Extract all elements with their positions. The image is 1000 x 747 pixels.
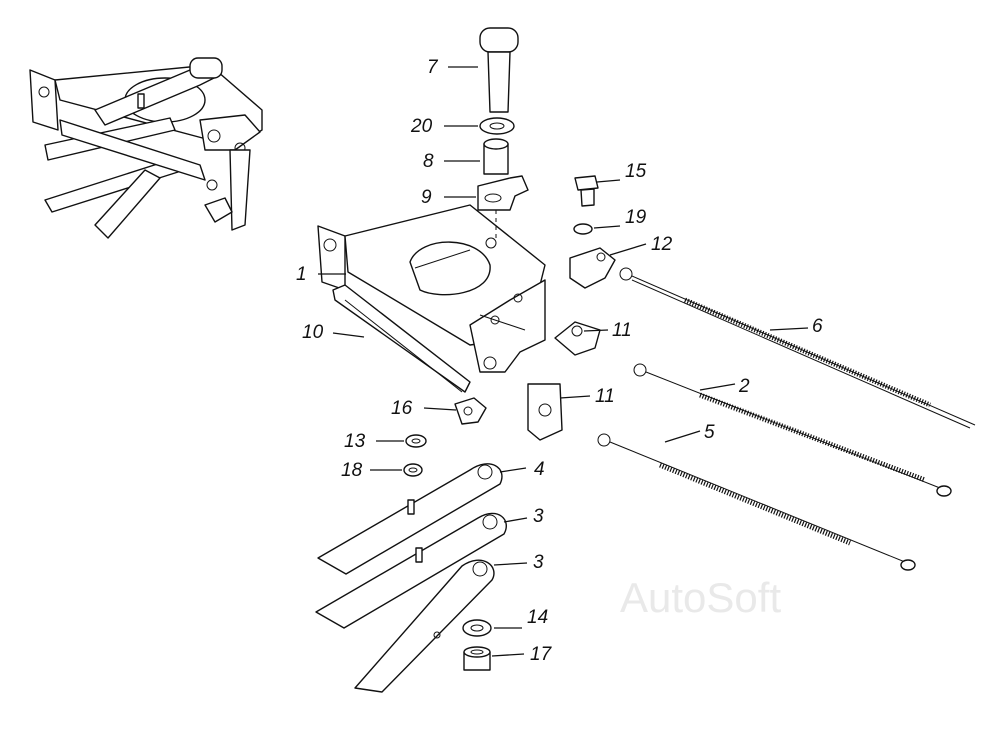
- part-5-cable: [597, 433, 916, 571]
- callout-3-a: 3: [533, 506, 544, 527]
- callout-10: 10: [302, 322, 324, 343]
- part-4-lever: [317, 463, 503, 575]
- part-19-washer: [573, 223, 593, 235]
- callout-11-b: 11: [595, 386, 615, 407]
- part-6-cable: [619, 267, 976, 429]
- callout-18: 18: [341, 460, 363, 481]
- leader-lines: [318, 66, 809, 657]
- part-14-washer: [462, 619, 492, 637]
- watermark: AutoSoft: [620, 574, 781, 621]
- callout-1: 1: [296, 264, 307, 285]
- callout-7: 7: [427, 57, 439, 78]
- callout-2: 2: [738, 376, 750, 397]
- part-18-washer: [403, 463, 423, 477]
- part-15-bolt: [574, 175, 599, 207]
- callout-20: 20: [410, 116, 433, 137]
- part-11-clip-b: [527, 383, 563, 441]
- part-1-bracket: [317, 204, 546, 373]
- part-16-nut: [454, 397, 487, 425]
- callout-17: 17: [530, 644, 553, 665]
- callout-19: 19: [625, 207, 647, 228]
- callout-16: 16: [391, 398, 413, 419]
- callout-15: 15: [625, 161, 647, 182]
- callout-9: 9: [421, 187, 432, 208]
- callout-5: 5: [704, 422, 715, 443]
- assembled-view: [29, 57, 263, 239]
- callout-12: 12: [651, 234, 673, 255]
- callout-14: 14: [527, 607, 548, 628]
- part-2-cable: [633, 363, 952, 497]
- callout-4: 4: [534, 459, 545, 480]
- callout-labels: 7 20 8 9 15 19 12 11 11 1 10 16 13 18 4 …: [296, 57, 823, 665]
- part-3-lever-a: [315, 512, 507, 629]
- callout-8: 8: [423, 151, 434, 172]
- part-10-channel: [332, 284, 471, 393]
- callout-6: 6: [812, 316, 823, 337]
- part-13-lockwasher: [405, 434, 427, 448]
- callout-13: 13: [344, 431, 366, 452]
- part-11-clip-a: [554, 321, 601, 356]
- part-12-clip: [569, 247, 616, 289]
- parts-7-20-8-9: [477, 27, 529, 240]
- callout-3-b: 3: [533, 552, 544, 573]
- callout-11-a: 11: [612, 320, 632, 341]
- part-3-lever-b: [354, 559, 495, 693]
- part-17-nut: [463, 646, 491, 671]
